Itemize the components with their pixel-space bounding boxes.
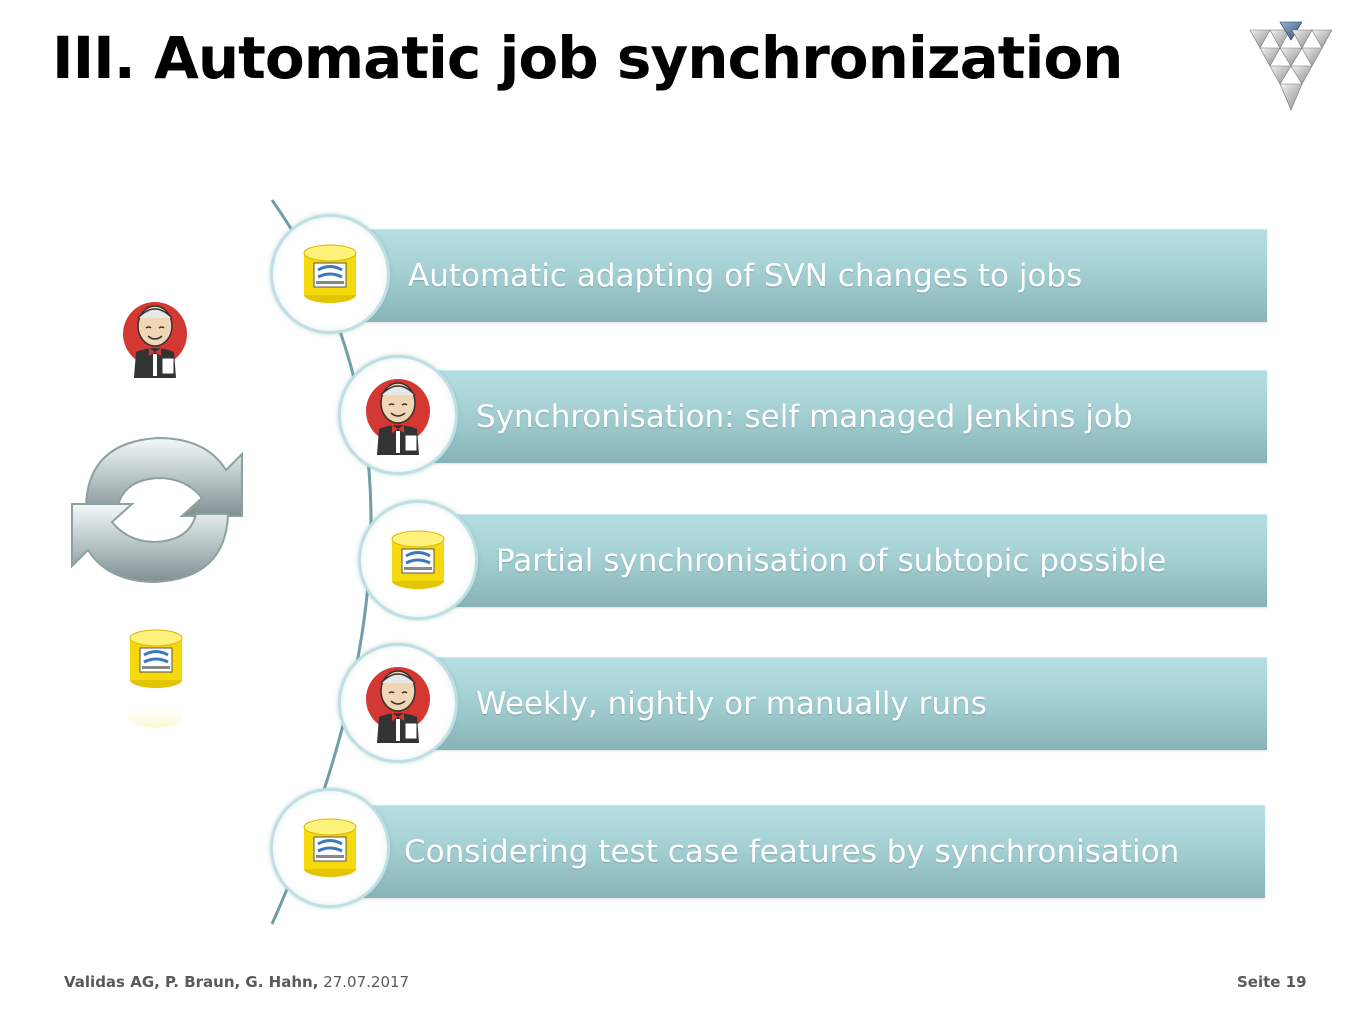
item-text-5: Considering test case features by synchr… [404, 834, 1180, 870]
footer-authors: Validas AG, P. Braun, G. Hahn, 27.07.201… [64, 973, 409, 991]
item-text-4: Weekly, nightly or manually runs [476, 686, 987, 722]
item-text-3: Partial synchronisation of subtopic poss… [496, 543, 1167, 579]
database-icon [391, 530, 445, 589]
database-icon [129, 629, 183, 688]
jenkins-butler-icon [366, 379, 430, 455]
sync-icon [71, 436, 243, 584]
item-bar-4: Weekly, nightly or manually runs [398, 657, 1267, 750]
item-bar-5: Considering test case features by synchr… [330, 805, 1265, 898]
item-bar-2: Synchronisation: self managed Jenkins jo… [398, 370, 1267, 463]
footer-date: 27.07.2017 [323, 973, 410, 991]
database-icon [303, 818, 357, 877]
item-bar-3: Partial synchronisation of subtopic poss… [418, 514, 1267, 607]
jenkins-butler-icon [366, 667, 430, 743]
company-logo [1249, 21, 1333, 111]
item-circle-1 [270, 214, 390, 334]
item-circle-4 [338, 643, 458, 763]
item-circle-3 [358, 500, 478, 620]
page-number: Seite 19 [1237, 973, 1307, 991]
item-bar-1: Automatic adapting of SVN changes to job… [330, 229, 1267, 322]
item-circle-5 [270, 788, 390, 908]
item-circle-2 [338, 355, 458, 475]
footer-authors-text: Validas AG, P. Braun, G. Hahn, [64, 973, 319, 991]
jenkins-butler-icon [123, 302, 187, 378]
database-icon [303, 244, 357, 303]
item-text-1: Automatic adapting of SVN changes to job… [408, 258, 1083, 294]
database-reflection [130, 708, 182, 728]
page-title: III. Automatic job synchronization [52, 24, 1123, 92]
item-text-2: Synchronisation: self managed Jenkins jo… [476, 399, 1133, 435]
